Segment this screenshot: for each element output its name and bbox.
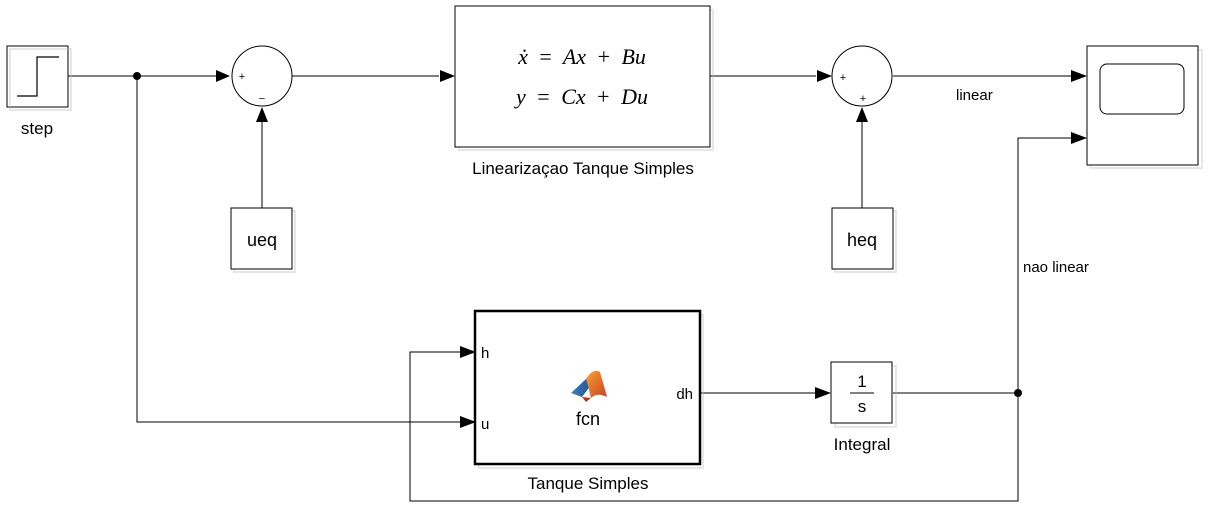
scope-screen-icon [1099,63,1185,115]
fcn-text: fcn [576,409,600,429]
fcn-block-label: Tanque Simples [528,474,649,493]
step-label: step [21,119,53,138]
fcn-port-dh: dh [676,386,693,403]
fcn-port-h: h [481,345,489,362]
wire-step-to-fcn-u[interactable] [136,76,460,423]
state-space-label: Linearizaçao Tanque Simples [472,159,694,178]
arrow-statespace-in [440,70,455,82]
fcn-port-u: u [481,416,489,433]
arrowheads [216,70,1087,428]
arrow-sum2-in [817,70,832,82]
output-eq: y = Cx + Du [514,84,648,109]
integral-denominator: s [858,397,867,416]
signal-label-nao-linear: nao linear [1023,259,1089,276]
heq-block[interactable]: heq [831,207,897,273]
branch-node-integral [1014,389,1022,397]
arrow-fcn-u-in [460,416,476,428]
branch-node-step [133,72,141,80]
state-space-block[interactable]: ẋ = Ax + Bu y = Cx + Du [454,5,714,151]
integral-block[interactable]: 1 s [830,361,897,428]
arrow-fcn-h-in [460,346,476,358]
step-waveform-icon [17,56,59,97]
sum1-block[interactable]: + − [231,45,293,107]
ueq-text: ueq [247,230,277,250]
integral-label: Integral [834,435,891,454]
wire-feedback-to-fcn-h[interactable] [409,351,1019,502]
state-eq: ẋ = Ax + Bu [517,44,646,69]
integral-numerator: 1 [857,372,866,391]
matlab-logo-icon [571,370,607,402]
arrow-sum1-in [216,70,230,82]
sum2-sign-bottom: + [860,93,866,105]
signal-label-linear: linear [956,87,993,104]
arrow-scope-in1 [1071,70,1087,82]
arrow-sum2-bottom [856,107,868,122]
sum2-sign-left: + [840,72,846,84]
wire-nonlinear-to-scope[interactable] [1017,137,1071,393]
scope-block[interactable] [1086,45,1203,169]
sum2-block[interactable]: + + [831,45,893,107]
sum1-sign-bottom: − [259,93,265,105]
heq-text: heq [847,230,877,250]
sum1-sign-top: + [239,71,245,83]
ueq-block[interactable]: ueq [230,207,296,273]
arrow-sum1-bottom [256,107,268,122]
step-block[interactable] [6,45,72,111]
signal-lines [68,75,1071,502]
arrow-integral-in [815,387,831,399]
arrow-scope-in2 [1071,132,1087,144]
fcn-block[interactable]: h u dh fcn [473,309,704,469]
